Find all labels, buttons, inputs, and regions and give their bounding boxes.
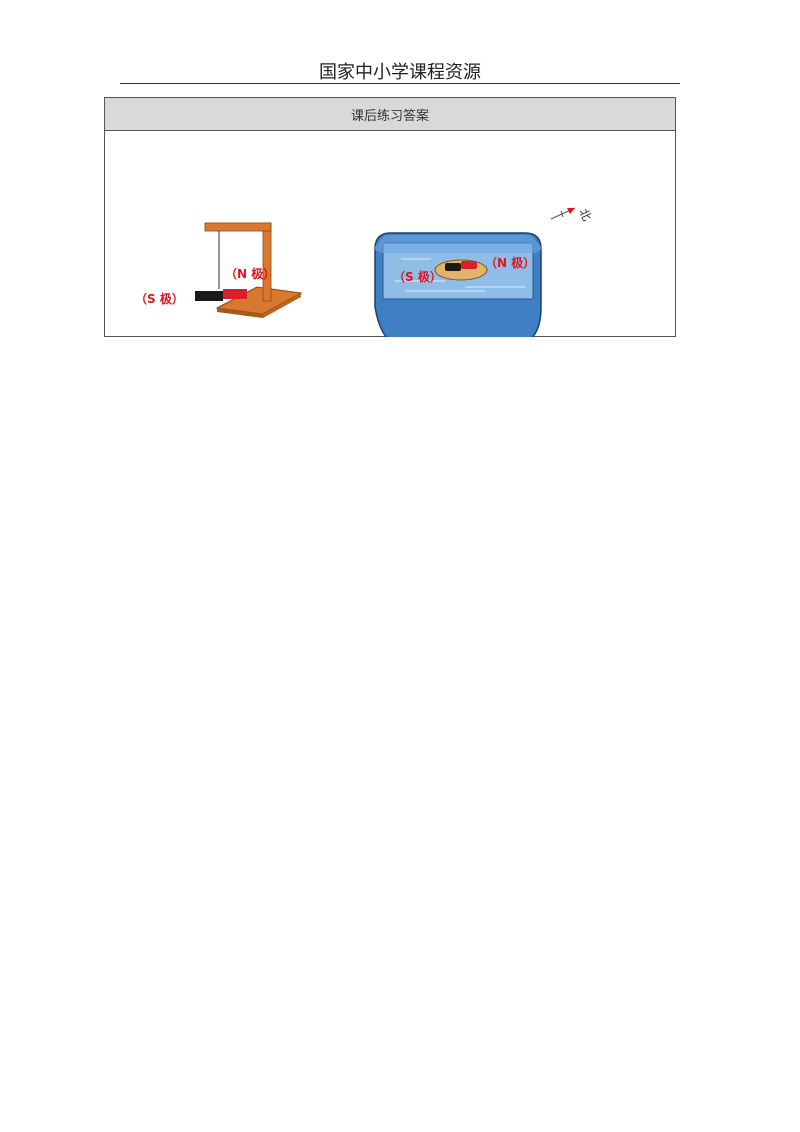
magnet-s-end <box>195 291 223 301</box>
stand-arm <box>204 222 272 232</box>
table-heading: 课后练习答案 <box>105 98 675 131</box>
stand-base-edge <box>217 308 263 318</box>
north-arrow-head <box>567 208 575 214</box>
magnet-n-end <box>223 289 247 299</box>
hanging-s-pole-label: （S 极） <box>135 291 184 306</box>
stand-post <box>262 222 272 302</box>
table-body: （N 极） （S 极） <box>105 131 675 346</box>
hanging-magnet-figure: （N 极） （S 极） <box>135 222 303 318</box>
float-s-pole-label: （S 极） <box>393 269 442 284</box>
page-header-title: 国家中小学课程资源 <box>319 62 481 83</box>
north-label: 北 <box>576 206 594 223</box>
floating-magnet-figure: （S 极） （N 极） 北 <box>373 206 594 346</box>
header-divider <box>120 83 680 84</box>
basin-rim <box>373 235 543 253</box>
hanging-n-pole-label: （N 极） <box>225 266 275 281</box>
illustrations: （N 极） （S 极） <box>135 206 594 346</box>
float-magnet-s-end <box>445 263 461 271</box>
stand-base-side <box>263 293 301 318</box>
answer-table: 课后练习答案 （N 极） （S 极） <box>104 97 676 346</box>
float-magnet-n-end <box>461 261 477 269</box>
float-n-pole-label: （N 极） <box>485 255 535 270</box>
north-arrow-tick <box>560 210 564 218</box>
water-streaks <box>395 258 525 292</box>
